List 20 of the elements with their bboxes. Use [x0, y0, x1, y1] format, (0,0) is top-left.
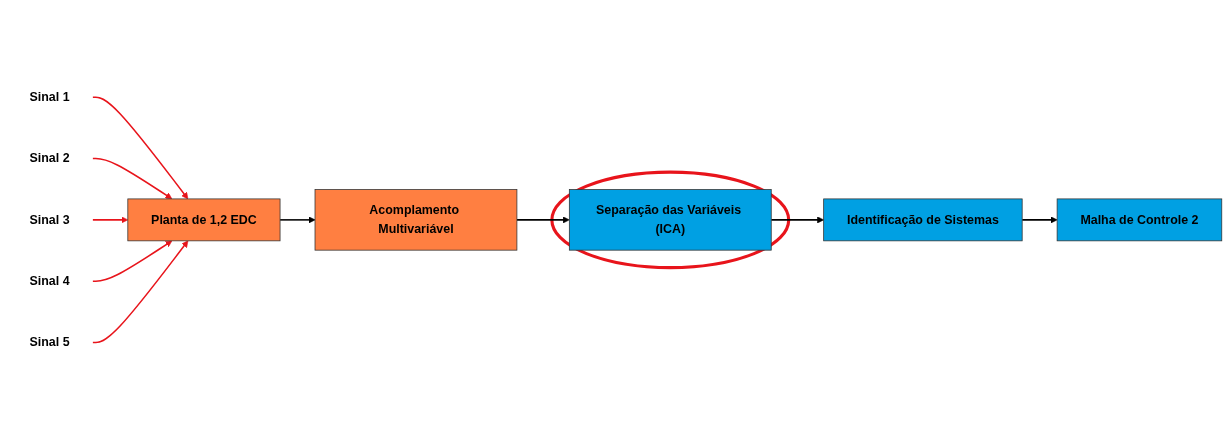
node-text: Sinal 3 — [29, 213, 70, 227]
arrow — [516, 216, 570, 224]
arrow — [92, 240, 173, 283]
arrow — [92, 96, 189, 200]
arrow — [92, 240, 189, 344]
arrow — [1021, 216, 1058, 224]
node-text: Sinal 4 — [29, 274, 70, 288]
node-box: Separação das Variáveis (ICA) — [568, 189, 772, 251]
node-text: Sinal 2 — [29, 151, 70, 165]
arrow — [92, 157, 173, 200]
node-text: Sinal 5 — [29, 335, 70, 349]
node-box: Acomplamento Multivariável — [314, 189, 518, 251]
node-box: Identificação de Sistemas — [823, 198, 1023, 242]
arrow — [279, 216, 316, 224]
node-box: Planta de 1,2 EDC — [127, 198, 281, 242]
highlight-circle — [550, 170, 791, 270]
node-box: Malha de Controle 2 — [1056, 198, 1223, 242]
arrow — [92, 216, 129, 224]
node-text: Sinal 1 — [29, 90, 70, 104]
arrow — [770, 216, 824, 224]
